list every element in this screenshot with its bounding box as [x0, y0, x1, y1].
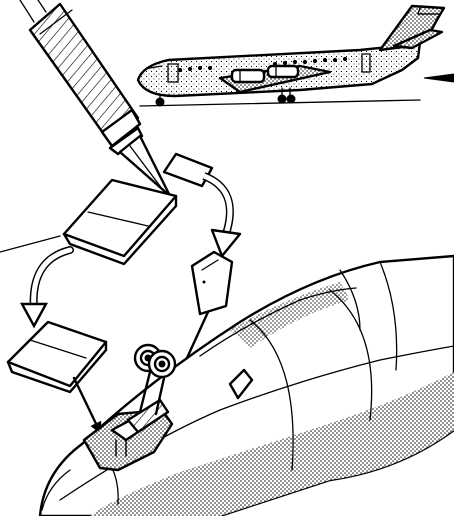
patch-panel-a [64, 154, 212, 264]
access-panel-c [192, 252, 232, 314]
heated-iron-icon [20, 0, 170, 196]
fuselage-nose [40, 256, 454, 516]
patch-panel-d [8, 322, 106, 392]
aircraft-icon [138, 6, 454, 106]
